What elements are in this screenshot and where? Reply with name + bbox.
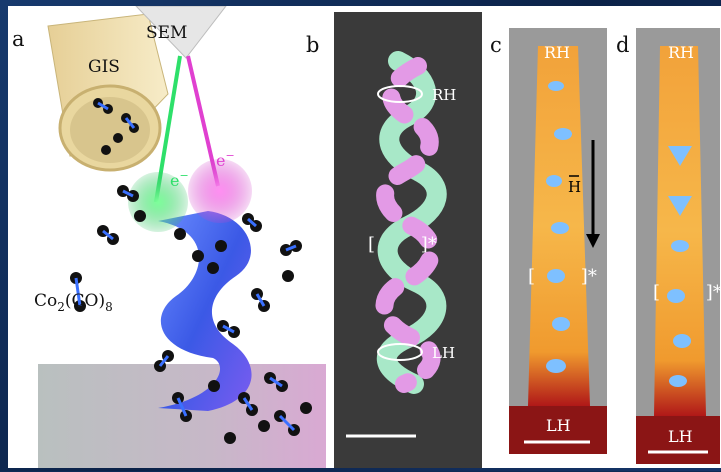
panel-b: RH LH [ ]* b	[306, 12, 482, 468]
field-arrowhead	[586, 234, 600, 248]
lh-rotation-arrow	[377, 343, 423, 361]
sem-column	[134, 5, 228, 59]
helix-deposit	[158, 211, 252, 411]
panel-letter-d: d	[616, 33, 629, 57]
panel-letter-a: a	[12, 27, 25, 51]
electron-cloud-pink	[188, 159, 252, 223]
figure-panel: SEM GIS e− e− Co2(CO)8 a RH LH	[8, 5, 721, 468]
panel-c: H RH LH [ ]* c	[490, 28, 607, 454]
c-blue-regions	[546, 81, 572, 373]
d-magnetic-map	[654, 46, 706, 416]
b-bracket-label: [ ]*	[368, 234, 437, 255]
c-base	[509, 406, 607, 454]
electron-left-label: e−	[170, 169, 189, 190]
sem-label: SEM	[146, 23, 187, 43]
panel-d: RH LH [ ]* d	[616, 28, 721, 464]
helix-strands	[375, 51, 447, 394]
c-lh-label: LH	[546, 416, 571, 435]
panel-letter-b: b	[306, 33, 319, 57]
gis-inner	[70, 97, 150, 163]
d-rh-label: RH	[668, 43, 694, 62]
c-bracket-label: [ ]*	[528, 266, 597, 287]
field-label: H	[568, 178, 581, 196]
d-blue-regions	[667, 146, 692, 387]
d-bracket-label: [ ]*	[653, 282, 721, 303]
d-base	[636, 416, 720, 464]
gis-label: GIS	[88, 57, 120, 77]
d-lh-label: LH	[668, 427, 693, 446]
b-lh-label: LH	[432, 344, 455, 362]
precursor-bonds	[74, 101, 297, 432]
b-rh-label: RH	[432, 86, 456, 104]
figure-svg: SEM GIS e− e− Co2(CO)8 a RH LH	[12, 5, 721, 468]
panel-letter-c: c	[490, 33, 502, 57]
panel-a: SEM GIS e− e− Co2(CO)8 a	[12, 5, 326, 468]
electron-right-label: e−	[216, 149, 235, 170]
rh-rotation-arrow	[377, 85, 423, 103]
precursor-formula: Co2(CO)8	[34, 291, 113, 314]
c-rh-label: RH	[544, 43, 570, 62]
